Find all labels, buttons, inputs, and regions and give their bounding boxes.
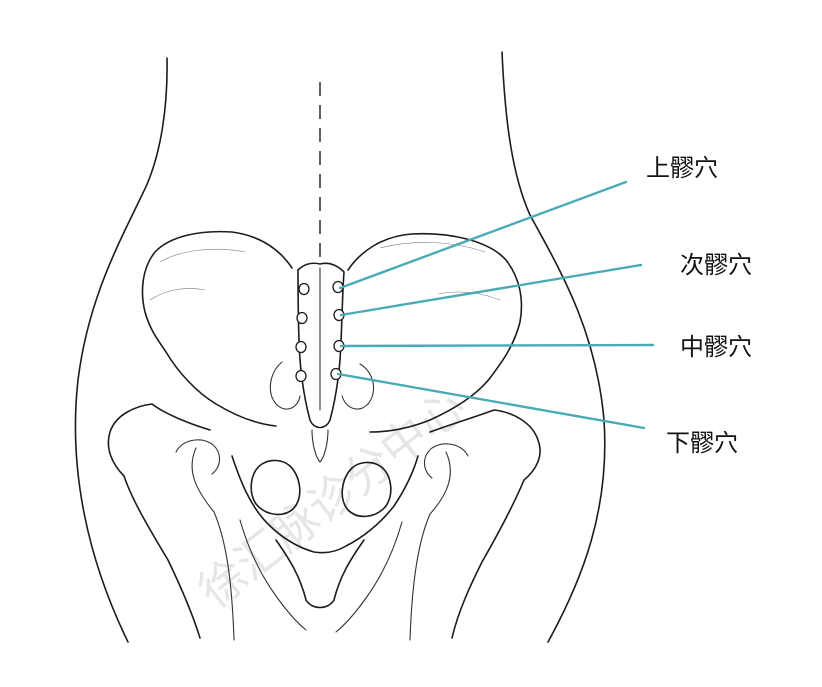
obturator-foramen-right: [341, 461, 392, 518]
right-femur-inner: [409, 451, 451, 641]
label-shangliao: 上髎穴: [646, 154, 718, 182]
leader-lines: [336, 180, 655, 430]
leader-line-lower: [336, 372, 646, 430]
label-xialiao: 下髎穴: [666, 429, 738, 457]
left-ilium-shading: [149, 248, 246, 301]
sacral-foramen-left-3: [295, 340, 307, 354]
left-ilium: [141, 230, 293, 427]
sacral-foramen-left-4: [295, 369, 307, 383]
ischium-right: [335, 521, 403, 633]
body-contour-right: [501, 51, 606, 643]
leader-line-second: [339, 263, 643, 317]
right-femur: [429, 409, 541, 639]
ischium-left: [239, 519, 307, 631]
left-femur-inner: [191, 447, 235, 641]
pelvic-brim: [231, 455, 419, 554]
right-sacroiliac-joint: [341, 363, 375, 410]
label-ciliao: 次髎穴: [680, 251, 752, 279]
leader-line-upper: [338, 180, 628, 290]
left-femoral-head: [175, 439, 221, 475]
sacral-foramen-left-2: [296, 311, 308, 325]
left-femur: [107, 403, 211, 639]
obturator-foramen-left: [250, 459, 301, 516]
right-ilium: [347, 232, 523, 433]
right-femoral-head: [423, 443, 469, 479]
sacral-foramen-left-1: [298, 282, 310, 296]
pubic-arch: [275, 539, 365, 609]
label-zhongliao: 中髎穴: [680, 333, 752, 361]
body-contour-left: [74, 57, 168, 643]
coccyx: [311, 429, 329, 463]
sacrum: [297, 262, 345, 429]
left-sacroiliac-joint: [269, 361, 301, 410]
leader-line-middle: [339, 343, 655, 348]
